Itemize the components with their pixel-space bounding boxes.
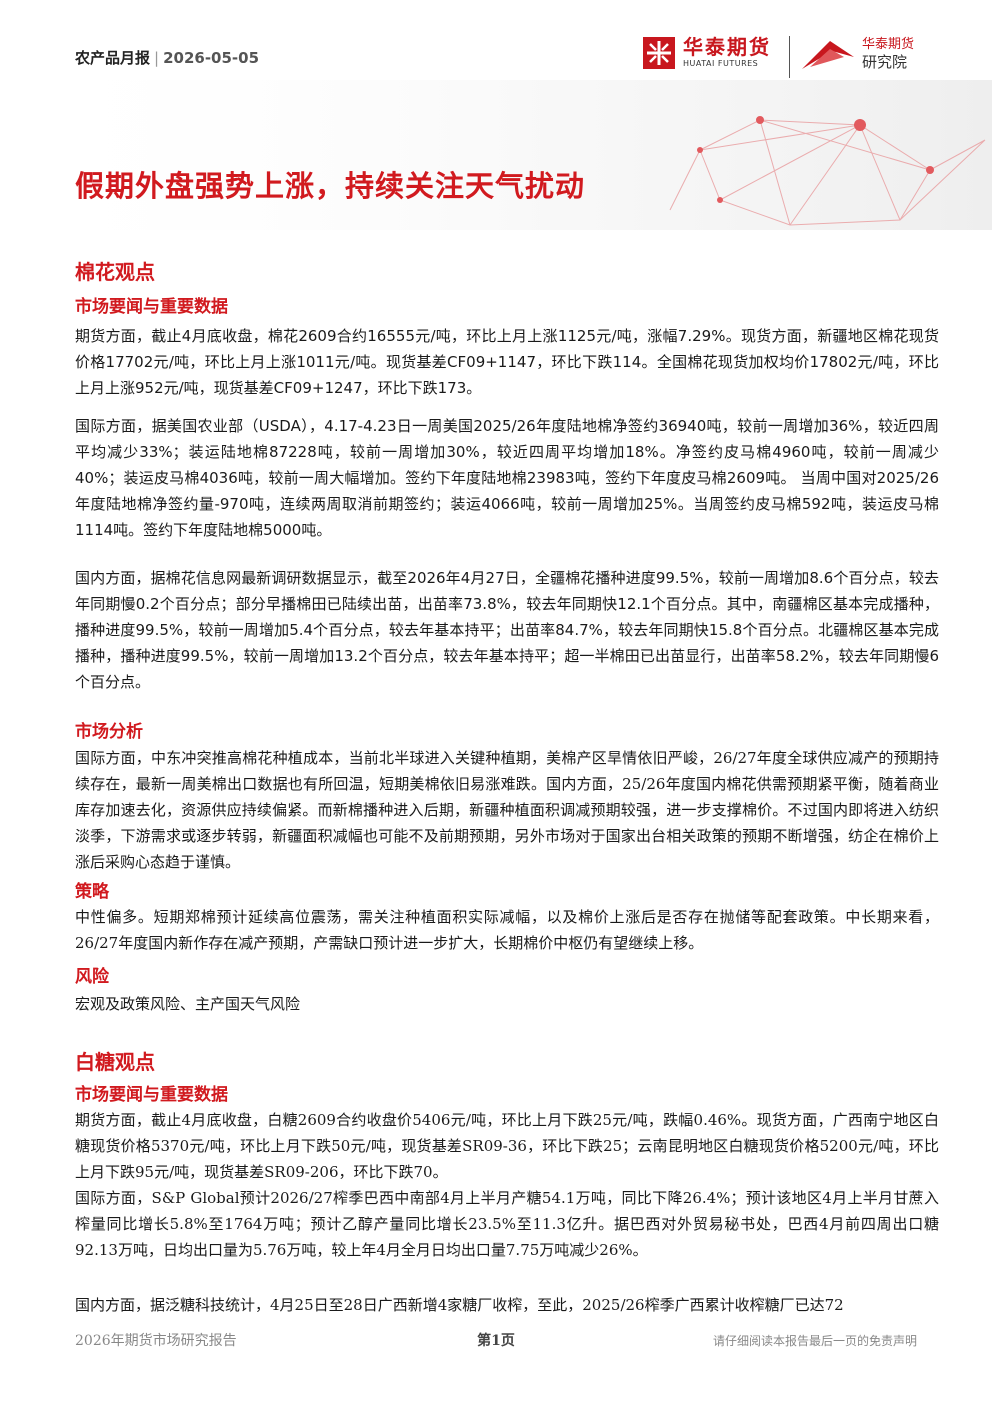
sugar-news-heading: 市场要闻与重要数据 <box>75 1085 228 1105</box>
institute-wing-icon <box>802 40 854 69</box>
logo-cn-text: 华泰期货 <box>683 35 771 59</box>
cotton-risk-paragraph: 宏观及政策风险、主产国天气风险 <box>75 995 301 1013</box>
institute-name-line2: 研究院 <box>862 53 908 71</box>
sugar-news-paragraph-1: 期货方面，截止4月底收盘，白糖2609合约收盘价5406元/吨，环比上月下跌25… <box>75 1111 939 1181</box>
cotton-news-paragraph-3: 国内方面，据棉花信息网最新调研数据显示，截至2026年4月27日，全疆棉花播种进… <box>75 569 939 691</box>
meta-separator: | <box>154 49 160 67</box>
footer-disclaimer-note: 请仔细阅读本报告最后一页的免责声明 <box>712 1334 917 1348</box>
huatai-logo-mark-icon <box>643 37 675 69</box>
institute-name-line1: 华泰期货 <box>862 37 915 52</box>
report-meta: 农产品月报|2026-05-05 <box>75 47 259 68</box>
report-type: 农产品月报 <box>75 49 151 67</box>
sugar-news-paragraph-3: 国内方面，据泛糖科技统计，4月25日至28日广西新增4家糖厂收榨，至此，2025… <box>75 1296 844 1314</box>
cotton-analysis-paragraph: 国际方面，中东冲突推高棉花种植成本，当前北半球进入关键种植期，美棉产区旱情依旧严… <box>75 749 939 871</box>
footer-page-number: 第1页 <box>477 1333 515 1349</box>
footer-report-name: 2026年期货市场研究报告 <box>75 1333 237 1349</box>
sugar-section-heading: 白糖观点 <box>75 1050 155 1074</box>
cotton-section-heading: 棉花观点 <box>75 260 155 284</box>
cotton-strategy-paragraph: 中性偏多。短期郑棉预计延续高位震荡，需关注种植面积实际减幅，以及棉价上涨后是否存… <box>75 908 939 952</box>
institute-logo: 华泰期货 研究院 <box>800 36 914 71</box>
page-footer: 2026年期货市场研究报告 第1页 请仔细阅读本报告最后一页的免责声明 <box>0 1325 992 1355</box>
cotton-risk-heading: 风险 <box>75 967 109 987</box>
report-date: 2026-05-05 <box>163 49 260 67</box>
logo-en-text: HUATAI FUTURES <box>683 59 759 68</box>
cotton-news-paragraph-1: 期货方面，截止4月底收盘，棉花2609合约16555元/吨，环比上月上涨1125… <box>75 327 939 397</box>
document-title: 假期外盘强势上涨，持续关注天气扰动 <box>75 169 586 203</box>
cotton-analysis-heading: 市场分析 <box>75 722 143 742</box>
banner-network-graphic <box>0 80 992 230</box>
sugar-news-paragraph-2: 国际方面，S&P Global预计2026/27榨季巴西中南部4月上半月产糖54… <box>75 1189 939 1259</box>
cotton-news-paragraph-2: 国际方面，据美国农业部（USDA），4.17-4.23日一周美国2025/26年… <box>75 417 939 539</box>
huatai-logo: 华泰期货 HUATAI FUTURES <box>643 36 771 70</box>
logo-divider <box>789 36 790 78</box>
cotton-news-heading: 市场要闻与重要数据 <box>75 297 228 317</box>
cotton-strategy-heading: 策略 <box>75 882 109 902</box>
